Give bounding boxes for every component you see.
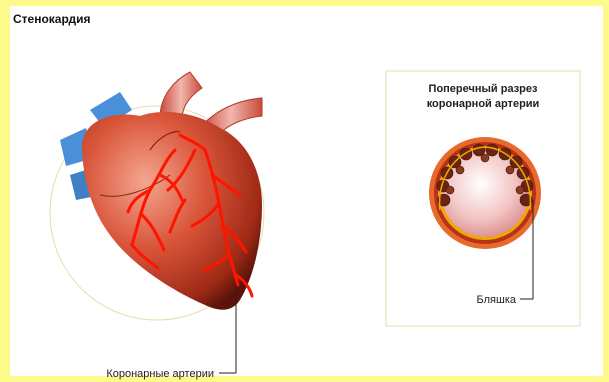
coronary-arteries-label: Коронарные артерии [106,368,214,380]
plaque-label: Бляшка [477,294,517,306]
cross-section-title-1: Поперечный разрез [429,83,538,95]
cross-section-title-2: коронарной артерии [427,98,540,110]
